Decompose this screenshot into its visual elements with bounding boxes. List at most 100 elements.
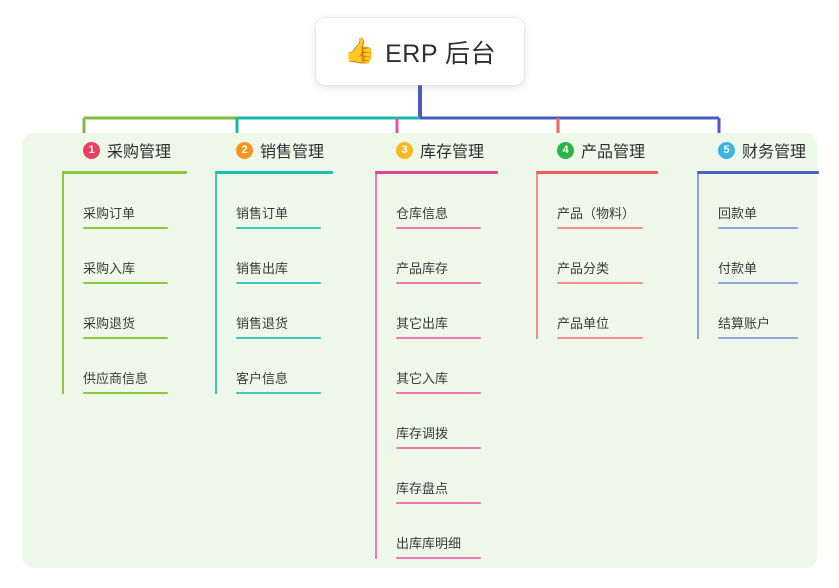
root-node[interactable]: 👍 ERP 后台 (316, 18, 524, 85)
branch-column-3: 3 库存管理仓库信息产品库存其它出库其它入库库存调拨库存盘点出库库明细 (375, 133, 498, 559)
branch-underline (62, 171, 187, 174)
branch-panel (22, 133, 817, 568)
leaf-label: 产品库存 (396, 261, 449, 276)
leaf-underline (396, 392, 481, 394)
leaf-item[interactable]: 仓库信息 (375, 174, 498, 229)
leaf-label: 仓库信息 (396, 206, 449, 221)
leaf-label: 产品单位 (557, 316, 610, 331)
leaf-list: 销售订单销售出库销售退货客户信息 (215, 174, 333, 394)
leaf-list: 采购订单采购入库采购退货供应商信息 (62, 174, 187, 394)
leaf-underline (718, 227, 798, 229)
leaf-item[interactable]: 库存盘点 (375, 449, 498, 504)
branch-title: 库存管理 (420, 144, 485, 161)
leaf-spine (536, 174, 538, 339)
leaf-item[interactable]: 其它出库 (375, 284, 498, 339)
leaf-label: 销售退货 (236, 316, 289, 331)
leaf-label: 客户信息 (236, 371, 289, 386)
leaf-item[interactable]: 回款单 (697, 174, 819, 229)
leaf-item[interactable]: 采购退货 (62, 284, 187, 339)
leaf-item[interactable]: 客户信息 (215, 339, 333, 394)
leaf-item[interactable]: 出库库明细 (375, 504, 498, 559)
branch-title: 采购管理 (107, 144, 172, 161)
branch-underline (375, 171, 498, 174)
branch-header-2[interactable]: 2 销售管理 (215, 133, 333, 167)
leaf-label: 其它入库 (396, 371, 449, 386)
branch-column-5: 5 财务管理回款单付款单结算账户 (697, 133, 819, 339)
leaf-underline (236, 227, 321, 229)
leaf-list: 产品（物料） 产品分类产品单位 (536, 174, 658, 339)
leaf-item[interactable]: 其它入库 (375, 339, 498, 394)
leaf-item[interactable]: 库存调拨 (375, 394, 498, 449)
leaf-label: 采购入库 (83, 261, 136, 276)
leaf-item[interactable]: 销售出库 (215, 229, 333, 284)
leaf-label: 出库库明细 (396, 536, 462, 551)
leaf-underline (396, 447, 481, 449)
leaf-item[interactable]: 产品库存 (375, 229, 498, 284)
branch-number-badge: 4 (557, 141, 574, 159)
leaf-underline (557, 282, 643, 284)
leaf-label: 销售出库 (236, 261, 289, 276)
branch-header-3[interactable]: 3 库存管理 (375, 133, 498, 167)
leaf-item[interactable]: 采购订单 (62, 174, 187, 229)
leaf-label: 付款单 (718, 261, 758, 276)
leaf-underline (236, 337, 321, 339)
leaf-label: 库存盘点 (396, 481, 449, 496)
leaf-label: 产品分类 (557, 261, 610, 276)
leaf-item[interactable]: 产品单位 (536, 284, 658, 339)
branch-underline (215, 171, 333, 174)
leaf-underline (396, 557, 481, 559)
branch-underline (697, 171, 819, 174)
root-title: ERP 后台 (385, 39, 497, 68)
branch-title: 产品管理 (581, 144, 646, 161)
leaf-item[interactable]: 付款单 (697, 229, 819, 284)
leaf-underline (718, 337, 798, 339)
leaf-item[interactable]: 产品分类 (536, 229, 658, 284)
leaf-label: 供应商信息 (83, 371, 149, 386)
leaf-label: 回款单 (718, 206, 758, 221)
branch-underline (536, 171, 658, 174)
leaf-underline (396, 502, 481, 504)
leaf-spine (62, 174, 64, 394)
leaf-label: 其它出库 (396, 316, 449, 331)
branch-column-2: 2 销售管理销售订单销售出库销售退货客户信息 (215, 133, 333, 394)
leaf-underline (396, 282, 481, 284)
branch-number-badge: 3 (396, 141, 413, 159)
branch-header-5[interactable]: 5 财务管理 (697, 133, 819, 167)
branch-number-badge: 2 (236, 141, 253, 159)
leaf-underline (718, 282, 798, 284)
branch-column-4: 4 产品管理产品（物料） 产品分类产品单位 (536, 133, 658, 339)
leaf-spine (215, 174, 217, 394)
leaf-underline (83, 227, 168, 229)
leaf-label: 采购订单 (83, 206, 136, 221)
leaf-label: 销售订单 (236, 206, 289, 221)
branch-title: 财务管理 (742, 144, 807, 161)
leaf-underline (396, 227, 481, 229)
leaf-underline (396, 337, 481, 339)
leaf-item[interactable]: 销售订单 (215, 174, 333, 229)
leaf-label: 结算账户 (718, 316, 771, 331)
leaf-underline (557, 337, 643, 339)
leaf-underline (236, 392, 321, 394)
leaf-underline (236, 282, 321, 284)
leaf-item[interactable]: 采购入库 (62, 229, 187, 284)
leaf-underline (83, 282, 168, 284)
leaf-list: 仓库信息产品库存其它出库其它入库库存调拨库存盘点出库库明细 (375, 174, 498, 559)
branch-header-4[interactable]: 4 产品管理 (536, 133, 658, 167)
leaf-underline (83, 337, 168, 339)
leaf-list: 回款单付款单结算账户 (697, 174, 819, 339)
branch-number-badge: 5 (718, 141, 735, 159)
leaf-label: 产品（物料） (557, 206, 636, 221)
leaf-item[interactable]: 销售退货 (215, 284, 333, 339)
leaf-item[interactable]: 产品（物料） (536, 174, 658, 229)
branch-title: 销售管理 (260, 144, 325, 161)
leaf-underline (83, 392, 168, 394)
leaf-item[interactable]: 结算账户 (697, 284, 819, 339)
leaf-label: 库存调拨 (396, 426, 449, 441)
leaf-item[interactable]: 供应商信息 (62, 339, 187, 394)
leaf-spine (697, 174, 699, 339)
leaf-spine (375, 174, 377, 559)
